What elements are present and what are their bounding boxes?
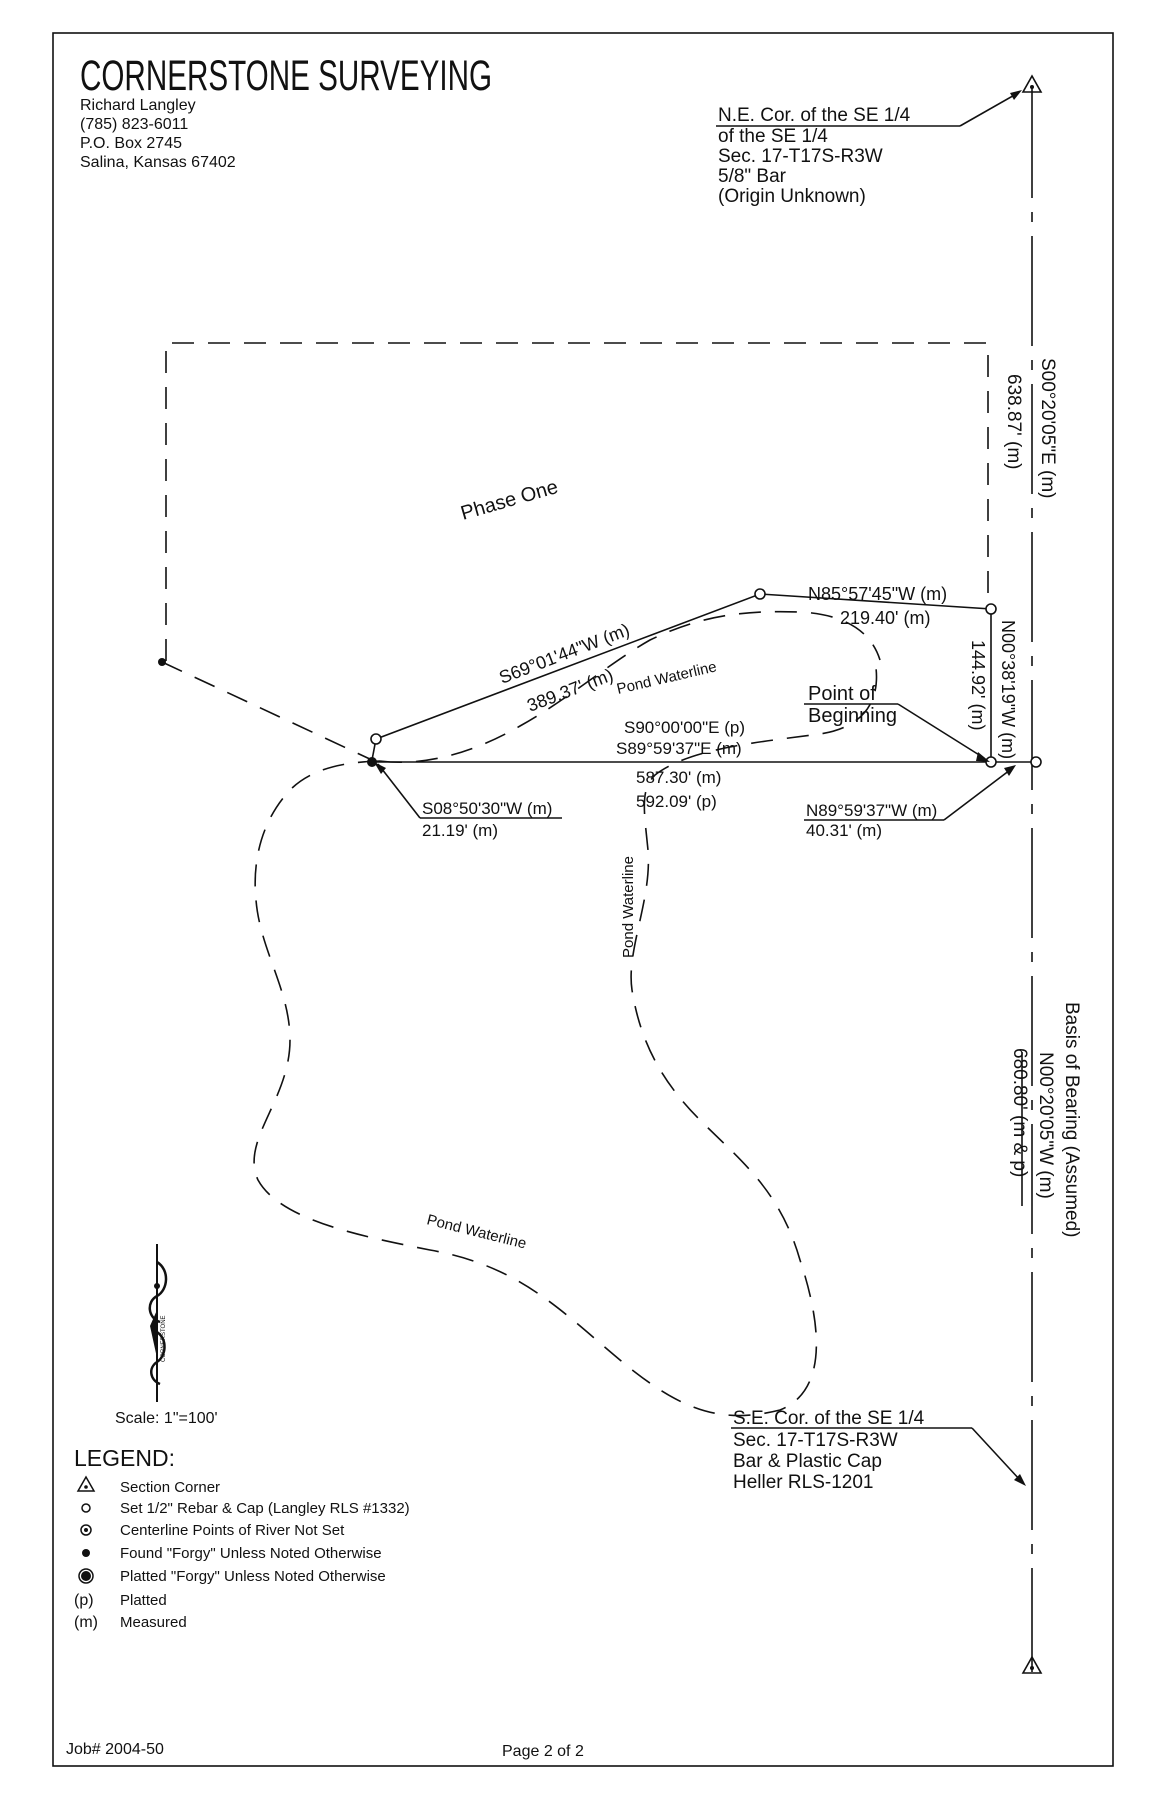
north-arrow-icon (148, 1244, 168, 1402)
boundary-north-lines (375, 593, 992, 762)
legend-item-centerline: Centerline Points of River Not Set (120, 1522, 345, 1539)
found-forgy-icon (158, 658, 166, 666)
ne-corner-line1: N.E. Cor. of the SE 1/4 (718, 105, 911, 126)
legend-section-corner-icon (76, 1475, 96, 1492)
n89-bearing-label: N89°59'37"W (m) (806, 801, 937, 820)
pond-waterline-main (253, 667, 878, 1417)
east-upper-distance: 638.87' (m) (1003, 374, 1024, 470)
legend-m-symbol: (m) (74, 1614, 98, 1631)
s08-arrowhead (374, 762, 386, 774)
set-rebar-icon (370, 733, 382, 745)
n00-38-bearing-label: N00°38'19"W (m) (998, 620, 1018, 759)
s08-leader (377, 763, 421, 819)
ne-corner-line5: (Origin Unknown) (718, 186, 866, 207)
pond-waterline-label-south: Pond Waterline (425, 1211, 528, 1252)
ne-corner-line3: Sec. 17-T17S-R3W (718, 146, 883, 167)
ne-leader-arrowhead (1010, 90, 1022, 100)
dist-587-label: 587.30' (m) (636, 768, 721, 787)
east-upper-bearing: S00°20'05"E (m) (1037, 358, 1058, 498)
phase-one-boundary (165, 342, 989, 661)
legend-platted-icon (78, 1568, 94, 1584)
page-border (52, 32, 1114, 1767)
scale-label: Scale: 1"=100' (115, 1410, 218, 1427)
company-city: Salina, Kansas 67402 (80, 154, 236, 171)
east-lower-bearing: N00°20'05"W (m) (1035, 1052, 1056, 1199)
n85-distance-label: 219.40' (m) (840, 608, 930, 628)
company-po-box: P.O. Box 2745 (80, 135, 182, 152)
company-name: CORNERSTONE SURVEYING (80, 52, 492, 100)
s89-bearing-label: S89°59'37"E (m) (616, 739, 742, 758)
se-corner-line1: S.E. Cor. of the SE 1/4 (733, 1408, 925, 1429)
n89-leader (943, 769, 1011, 821)
pob-leader (897, 703, 985, 759)
legend-found-icon (82, 1549, 90, 1557)
legend-item-section-corner: Section Corner (120, 1479, 220, 1496)
legend-title: LEGEND: (74, 1445, 175, 1471)
se-leader-arrowhead (1014, 1474, 1026, 1486)
ne-corner-leader (959, 92, 1019, 127)
legend-p-symbol: (p) (74, 1592, 94, 1609)
legend-item-platted: Platted (120, 1592, 167, 1609)
job-number: Job# 2004-50 (66, 1741, 164, 1758)
se-corner-line4: Heller RLS-1201 (733, 1472, 873, 1493)
set-rebar-icon (754, 588, 766, 600)
s08-bearing-label: S08°50'30"W (m) (422, 799, 552, 818)
legend-item-platted-forgy: Platted "Forgy" Unless Noted Otherwise (120, 1568, 386, 1585)
n89-distance-label: 40.31' (m) (806, 821, 882, 840)
pob-line2: Beginning (808, 705, 897, 727)
n85-bearing-label: N85°57'45"W (m) (808, 584, 947, 604)
phase-one-west-dash (161, 661, 373, 761)
se-corner-line3: Bar & Plastic Cap (733, 1451, 882, 1472)
legend-rebar-icon (81, 1503, 91, 1513)
set-rebar-icon (985, 603, 997, 615)
set-rebar-icon (985, 756, 997, 768)
ne-section-corner-icon (1021, 74, 1043, 93)
ne-corner-line4: 5/8" Bar (718, 166, 787, 187)
phase-one-label: Phase One (458, 476, 560, 525)
pond-waterline-north (379, 610, 881, 764)
legend-item-found: Found "Forgy" Unless Noted Otherwise (120, 1545, 382, 1562)
company-phone: (785) 823-6011 (80, 116, 188, 133)
se-corner-leader (971, 1427, 1021, 1481)
legend-item-measured: Measured (120, 1614, 187, 1631)
company-person: Richard Langley (80, 97, 196, 114)
legend-item-rebar: Set 1/2" Rebar & Cap (Langley RLS #1332) (120, 1500, 410, 1517)
n89-arrowhead (1004, 765, 1016, 776)
pond-waterline-label-middle: Pond Waterline (620, 856, 637, 958)
dist-592-label: 592.09' (p) (636, 792, 717, 811)
pob-line1: Point of (808, 683, 876, 705)
ne-corner-line2: of the SE 1/4 (718, 126, 828, 147)
se-section-corner-icon (1021, 1655, 1043, 1674)
s08-distance-label: 21.19' (m) (422, 821, 498, 840)
basis-of-bearing: Basis of Bearing (Assumed) (1061, 1002, 1082, 1238)
pond-waterline-label-north: Pond Waterline (615, 658, 718, 698)
set-rebar-icon (1030, 756, 1042, 768)
s90-bearing-label: S90°00'00"E (p) (624, 718, 745, 737)
legend-centerline-icon (80, 1524, 92, 1536)
page-number: Page 2 of 2 (502, 1743, 584, 1760)
se-corner-line2: Sec. 17-T17S-R3W (733, 1430, 898, 1451)
east-lower-distance: 680.80' (m & p) (1009, 1048, 1030, 1177)
north-arrow-text: CORNERSTONE (161, 1315, 167, 1362)
pob-arrowhead (976, 752, 990, 762)
n00-38-distance-label: 144.92' (m) (968, 640, 988, 730)
